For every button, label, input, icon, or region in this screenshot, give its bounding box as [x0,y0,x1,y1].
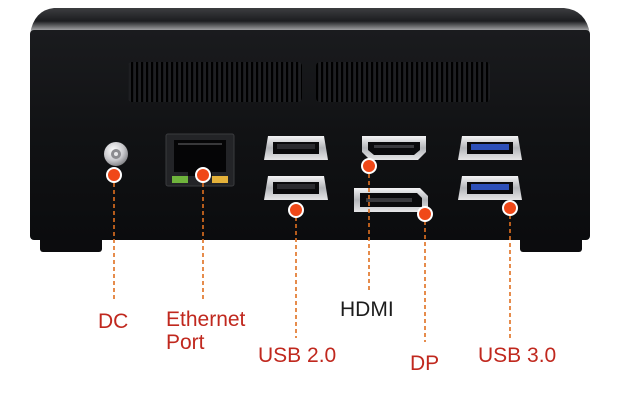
ethernet-marker [195,167,211,183]
usb3-port-top-icon [458,136,522,160]
usb2-port-bottom-icon [264,176,328,200]
hdmi-port-icon [362,136,426,160]
usb3-marker [502,200,518,216]
usb3-port-bottom-icon [458,176,522,200]
usb3-label: USB 3.0 [478,344,557,367]
vent-left [128,62,302,102]
ethernet-label-line1: Ethernet [166,308,246,331]
usb2-marker [288,202,304,218]
usb2-label: USB 2.0 [258,344,337,367]
dc-jack-icon [104,142,128,166]
vent-right [316,62,490,102]
usb2-port-top-icon [264,136,328,160]
ethernet-label-line2: Port [166,331,205,354]
chassis-top [30,8,590,34]
dc-label: DC [98,310,129,333]
dp-marker [417,206,433,222]
ethernet-jack-icon [165,133,235,187]
hdmi-label: HDMI [340,298,394,321]
dp-label: DP [410,352,440,375]
dc-marker [106,167,122,183]
hdmi-marker [361,158,377,174]
displayport-icon [354,188,428,212]
